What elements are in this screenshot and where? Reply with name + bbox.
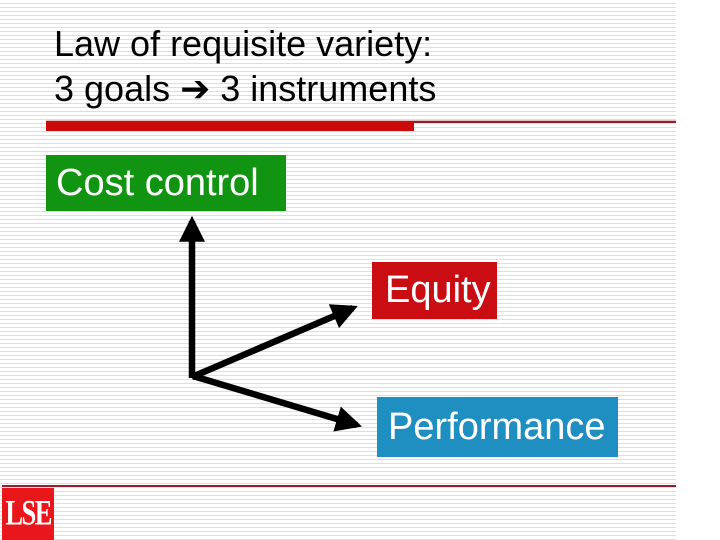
slide-title: Law of requisite variety: 3 goals ➔ 3 in… — [54, 21, 436, 111]
node-cost-control-label: Cost control — [56, 161, 259, 204]
node-cost-control: Cost control — [46, 155, 286, 211]
node-performance-label: Performance — [388, 405, 606, 448]
title-underline-thin — [46, 120, 676, 123]
node-performance: Performance — [377, 397, 618, 457]
title-line-2: 3 goals ➔ 3 instruments — [54, 68, 437, 109]
lse-logo-text: LSE — [5, 494, 52, 533]
title-underline-bar — [46, 122, 414, 131]
lse-logo: LSE — [2, 488, 54, 540]
title-line-1: Law of requisite variety: — [54, 23, 433, 64]
footer-rule — [2, 485, 676, 487]
node-equity: Equity — [372, 262, 497, 319]
node-equity-label: Equity — [385, 269, 491, 311]
